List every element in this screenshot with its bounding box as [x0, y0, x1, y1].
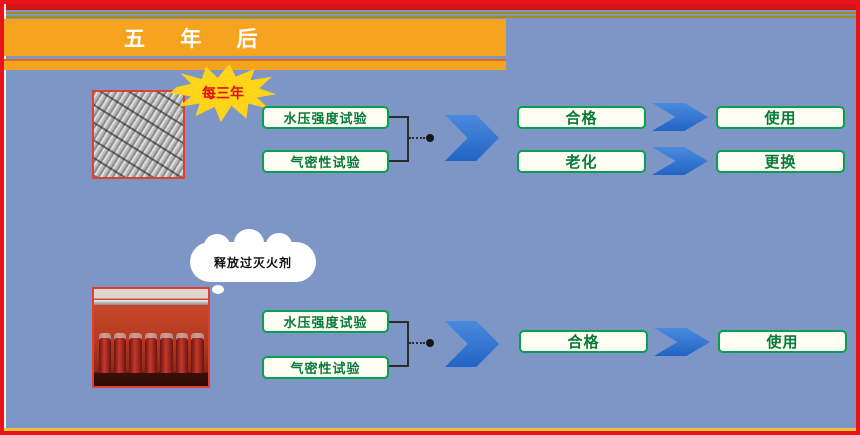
cylinder — [175, 332, 189, 374]
merge-arrow-top-icon — [445, 115, 499, 161]
arrow-aging-to-replace-icon — [652, 147, 708, 175]
result-box-aging: 老化 — [517, 150, 646, 173]
cylinder — [191, 332, 204, 374]
test-box-hydraulic-bottom: 水压强度试验 — [262, 310, 389, 333]
braided-hose-photo — [92, 90, 185, 179]
test-box-airtight-bottom: 气密性试验 — [262, 356, 389, 379]
cylinder — [129, 332, 142, 374]
merge-bracket-bottom — [389, 321, 409, 367]
arrow-qualified-to-use-bottom-icon — [654, 328, 710, 356]
bottom-accent-line — [4, 428, 856, 431]
result-box-qualified-top: 合格 — [517, 106, 646, 129]
cylinder — [98, 332, 111, 374]
title-banner-underline — [4, 59, 506, 70]
cloud-bubble-large — [212, 285, 224, 294]
action-box-replace: 更换 — [716, 150, 845, 173]
cylinder — [113, 332, 127, 374]
left-edge-line — [4, 4, 6, 431]
action-box-use-top: 使用 — [716, 106, 845, 129]
cloud-label: 释放过灭火剂 — [213, 255, 292, 270]
cylinder — [144, 332, 158, 374]
cylinder-row — [98, 332, 204, 374]
test-box-hydraulic-top: 水压强度试验 — [262, 106, 389, 129]
page-title: 五 年 后 — [124, 26, 272, 51]
dotted-connector-top — [409, 137, 425, 139]
result-box-qualified-bottom: 合格 — [519, 330, 648, 353]
top-stripe-olive-1 — [4, 12, 856, 14]
junction-dot-bottom — [426, 339, 434, 347]
pipe-graphic — [94, 299, 208, 305]
cylinder — [160, 332, 173, 374]
test-box-airtight-top: 气密性试验 — [262, 150, 389, 173]
dotted-connector-bottom — [409, 342, 425, 344]
top-stripe-red — [4, 4, 856, 10]
top-stripe-olive-2 — [4, 16, 856, 18]
released-agent-cloud: 释放过灭火剂 — [190, 234, 316, 282]
every-three-years-burst: 每三年 — [170, 64, 276, 122]
junction-dot-top — [426, 134, 434, 142]
burst-label: 每三年 — [202, 86, 244, 102]
arrow-qualified-to-use-icon — [652, 103, 708, 131]
action-box-use-bottom: 使用 — [718, 330, 847, 353]
title-banner: 五 年 后 — [4, 19, 506, 56]
fire-system-photo — [92, 287, 210, 388]
merge-arrow-bottom-icon — [445, 321, 499, 367]
merge-bracket-top — [389, 116, 409, 162]
